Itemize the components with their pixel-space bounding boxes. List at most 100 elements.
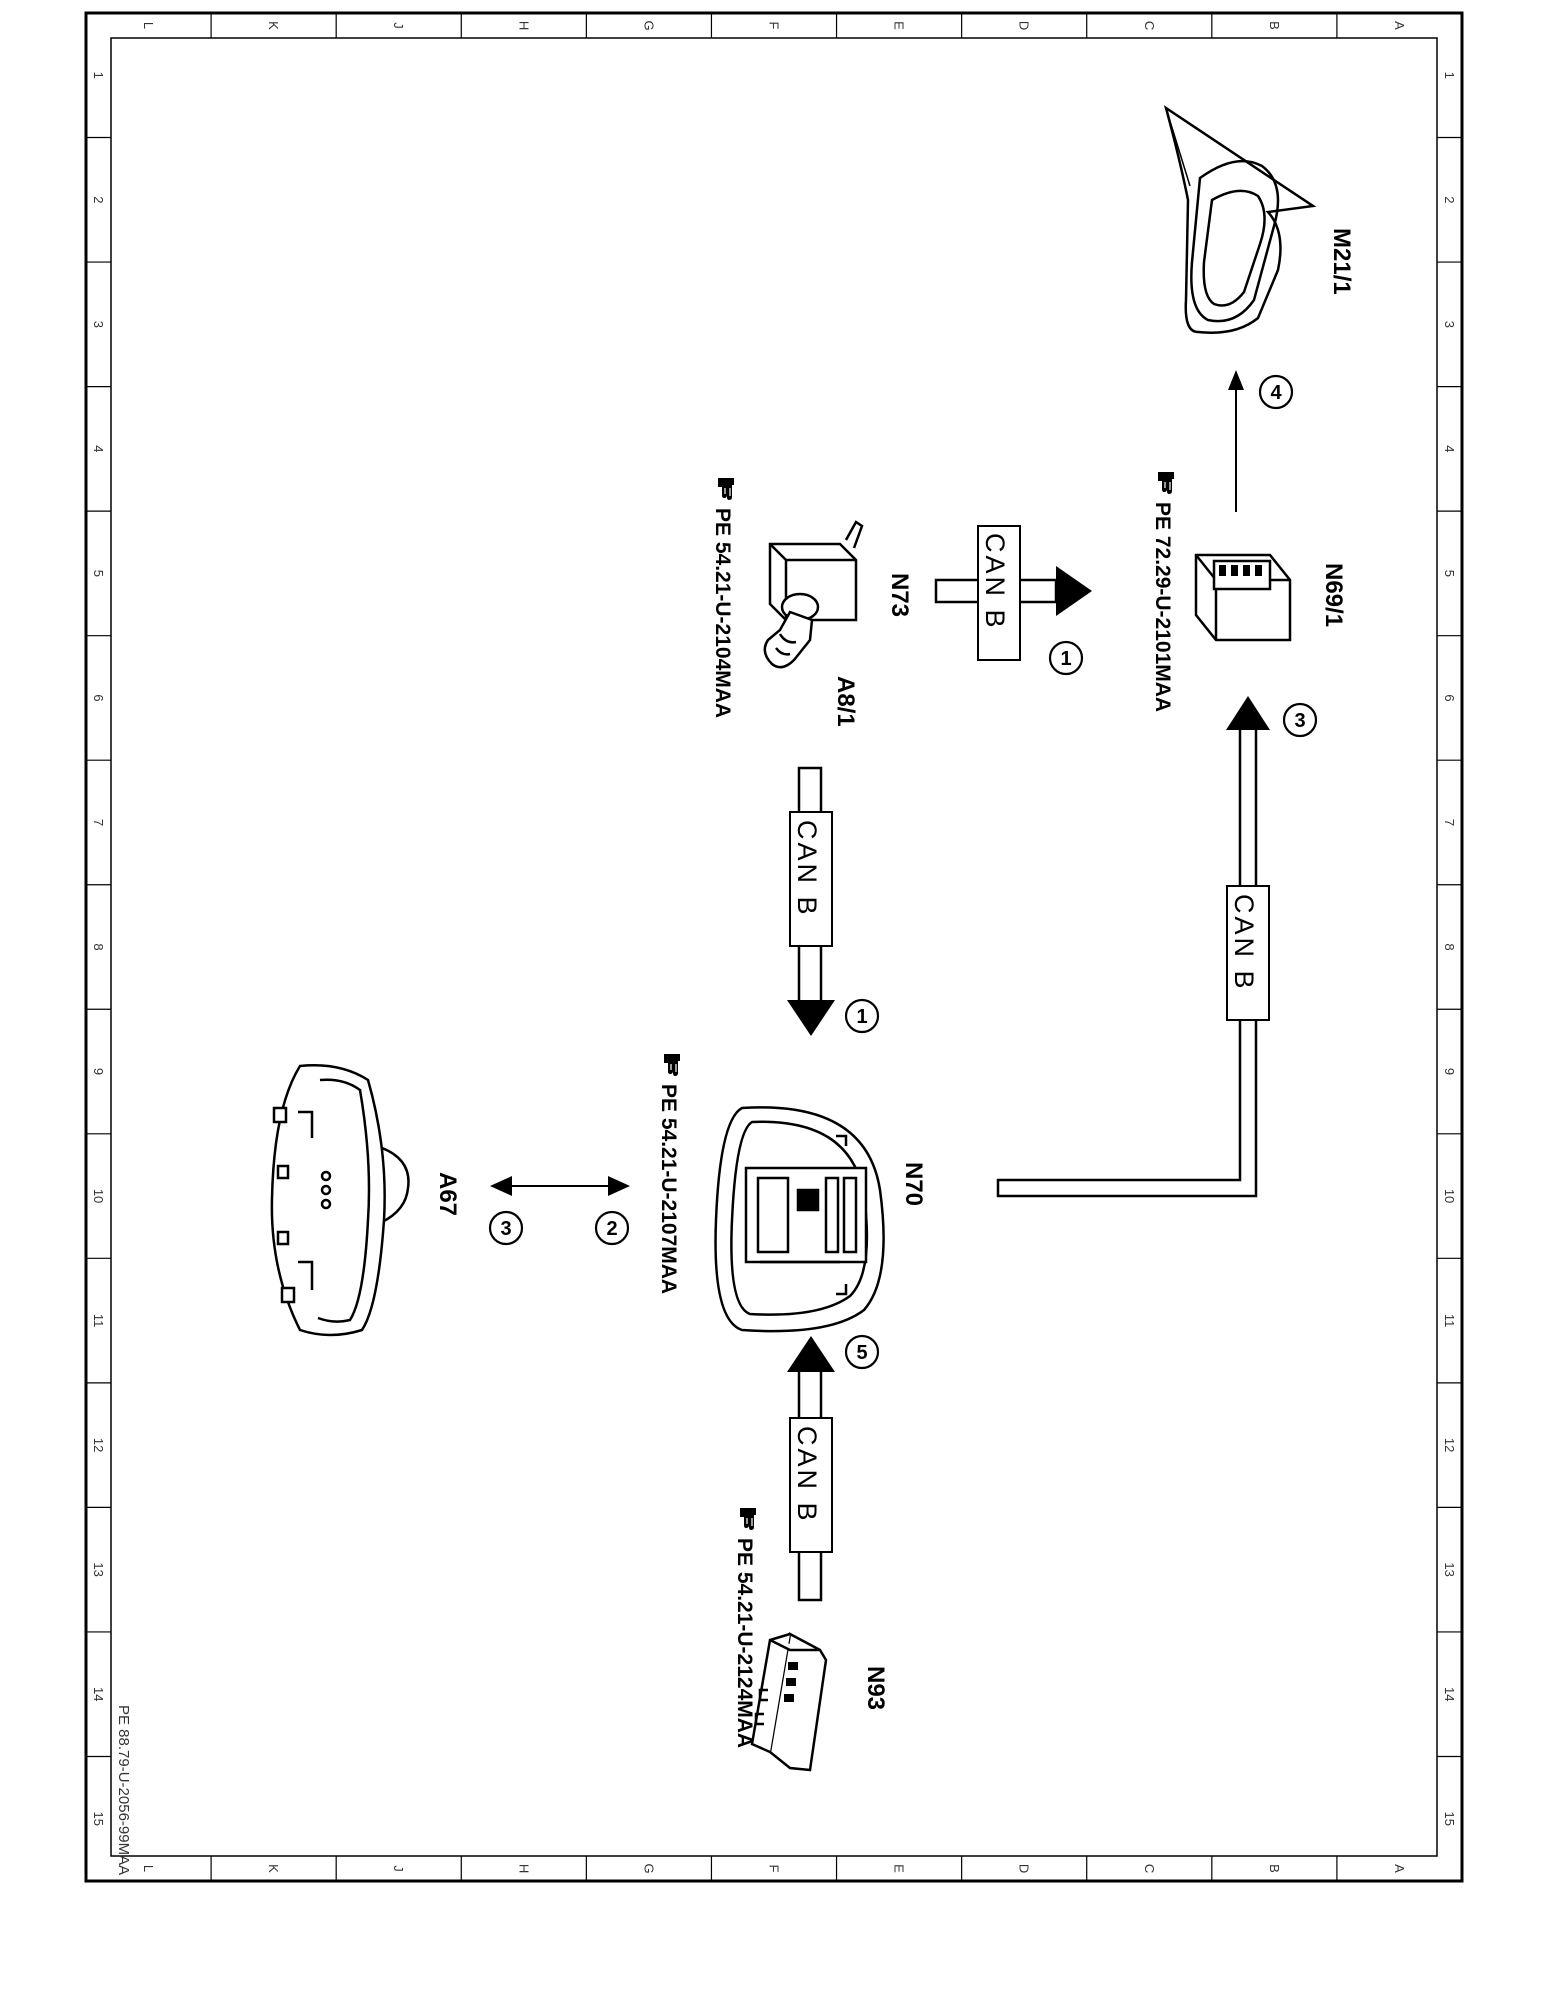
svg-text:3: 3	[1294, 710, 1305, 732]
grid-row-label: 8	[91, 943, 106, 950]
grid-row-label: 5	[1442, 570, 1457, 577]
can-b-label: CAN B	[980, 533, 1010, 631]
can-b-label: CAN B	[792, 820, 822, 918]
grid-row-label: 11	[1442, 1314, 1457, 1328]
can-bus-n73-to-n70	[787, 766, 835, 1036]
grid-row-label: 4	[91, 445, 106, 452]
grid-column-label: E	[892, 1864, 907, 1873]
signal-circle-5: 5	[844, 1334, 880, 1370]
grid-row-label: 15	[1442, 1811, 1457, 1825]
grid-row-label: 3	[91, 321, 106, 328]
grid-row-label: 2	[91, 196, 106, 203]
grid-row-label: 5	[91, 570, 106, 577]
grid-column-label: J	[391, 22, 406, 29]
grid-row-label: 1	[91, 72, 106, 79]
pointing-hand-book-icon	[739, 1508, 757, 1531]
can-bus-n73-to-n69	[934, 525, 1092, 661]
pointing-hand-book-icon	[717, 478, 735, 501]
line-n70-a67	[490, 1176, 630, 1196]
grid-column-label: J	[391, 1865, 406, 1872]
grid-row-label: 13	[91, 1562, 106, 1576]
label-n93: N93	[862, 1666, 889, 1710]
svg-text:3: 3	[500, 1218, 511, 1240]
grid-column-label: B	[1267, 1864, 1282, 1873]
grid-column-label: G	[641, 20, 656, 30]
grid-column-label: C	[1142, 1864, 1157, 1873]
signal-circle-2: 2	[594, 1210, 630, 1246]
grid-column-label: D	[1017, 21, 1032, 30]
svg-text:1: 1	[1060, 648, 1071, 670]
svg-text:1: 1	[856, 1006, 867, 1028]
side-mirror-icon	[1163, 105, 1317, 334]
pointing-hand-book-icon	[663, 1054, 681, 1077]
grid-row-label: 7	[1442, 819, 1457, 826]
svg-text:5: 5	[856, 1342, 867, 1364]
can-bus-n93-to-n70	[787, 1336, 835, 1602]
signal-circle-4: 4	[1258, 374, 1294, 410]
grid-column-label: G	[641, 1863, 656, 1873]
ignition-switch-icon	[763, 520, 864, 669]
grid-column-label: H	[516, 1864, 531, 1873]
ref-n73: PE 54.21-U-2104MAA	[711, 508, 734, 718]
grid-row-label: 6	[91, 694, 106, 701]
rearview-mirror-icon	[270, 1064, 410, 1337]
svg-text:4: 4	[1270, 382, 1282, 404]
label-n70: N70	[900, 1162, 927, 1206]
grid-row-label: 15	[91, 1811, 106, 1825]
grid-row-label: 2	[1442, 196, 1457, 203]
grid-row-label: 3	[1442, 321, 1457, 328]
svg-text:2: 2	[606, 1218, 617, 1240]
grid-row-label: 6	[1442, 694, 1457, 701]
central-gateway-icon	[750, 1632, 828, 1772]
grid-column-label: L	[141, 22, 156, 29]
signal-circle-1b: 1	[844, 998, 880, 1034]
grid-row-label: 13	[1442, 1562, 1457, 1576]
grid-column-label: K	[266, 1864, 281, 1873]
grid-column-label: B	[1267, 21, 1282, 30]
grid-column-label: E	[892, 21, 907, 30]
grid-row-label: 12	[91, 1438, 106, 1452]
pointing-hand-book-icon	[1157, 472, 1175, 495]
can-b-label: CAN B	[792, 1426, 822, 1524]
grid-column-label: L	[141, 1865, 156, 1872]
door-control-module-icon	[1194, 553, 1292, 642]
grid-column-label: A	[1392, 21, 1407, 30]
label-n73: N73	[886, 573, 913, 617]
can-bus-n70-to-n69	[996, 696, 1270, 1198]
grid-row-label: 8	[1442, 943, 1457, 950]
grid-row-label: 11	[91, 1314, 106, 1328]
grid-row-label: 9	[1442, 1068, 1457, 1075]
ref-n93: PE 54.21-U-2124MAA	[733, 1538, 756, 1748]
label-a67: A67	[434, 1172, 461, 1216]
sheet-id: PE 88.79-U-2056-99MAA	[115, 1705, 132, 1875]
grid-row-label: 10	[1442, 1189, 1457, 1203]
signal-circle-3a: 3	[488, 1210, 524, 1246]
grid-row-label: 14	[91, 1687, 106, 1701]
signal-circle-3b: 3	[1282, 702, 1318, 738]
grid-row-label: 12	[1442, 1438, 1457, 1452]
grid-column-label: F	[767, 1865, 782, 1873]
grid-column-label: A	[1392, 1864, 1407, 1873]
signal-circle-1a: 1	[1048, 640, 1084, 676]
overhead-control-panel-icon	[714, 1106, 885, 1333]
grid-row-label: 7	[91, 819, 106, 826]
grid-column-label: F	[767, 22, 782, 30]
grid-column-label: C	[1142, 21, 1157, 30]
grid-row-label: 1	[1442, 72, 1457, 79]
label-a8-1: A8/1	[832, 676, 859, 727]
grid-row-label: 10	[91, 1189, 106, 1203]
grid-column-label: H	[516, 21, 531, 30]
grid-column-label: K	[266, 21, 281, 30]
grid-column-label: D	[1017, 1864, 1032, 1873]
label-m21-1: M21/1	[1328, 228, 1355, 295]
grid-row-label: 14	[1442, 1687, 1457, 1701]
ref-n69-1: PE 72.29-U-2101MAA	[1151, 502, 1174, 712]
can-b-label: CAN B	[1229, 894, 1259, 992]
ref-n70: PE 54.21-U-2107MAA	[657, 1084, 680, 1294]
line-n69-to-m21	[1228, 370, 1244, 512]
grid-row-label: 4	[1442, 445, 1457, 452]
label-n69-1: N69/1	[1320, 563, 1347, 627]
grid-row-label: 9	[91, 1068, 106, 1075]
